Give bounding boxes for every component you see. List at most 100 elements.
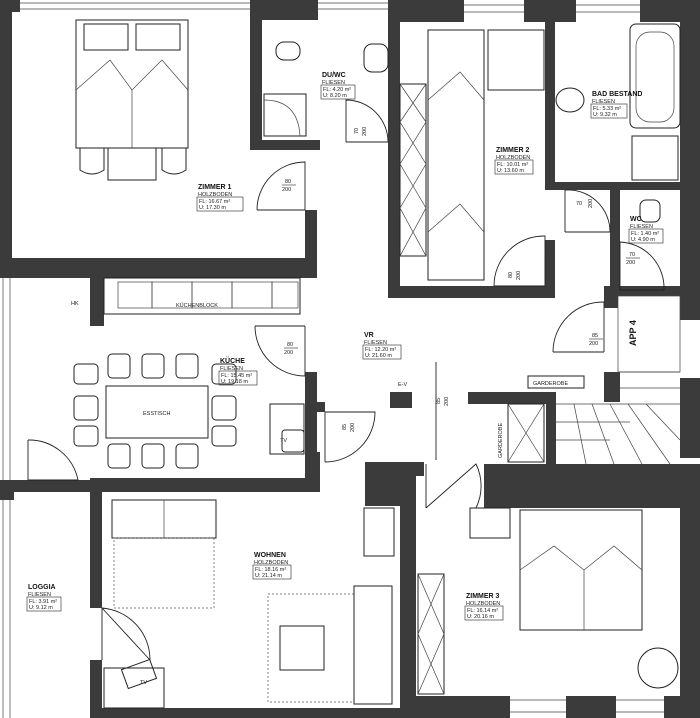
tv-desk [103,667,165,709]
room-label-wohnen: WOHNEN HOLZBODEN FL: 18.16 m² U: 21.14 m [252,552,292,580]
dining-chairs [73,353,237,469]
room-perimeter: U: 20.16 m [467,614,494,620]
wall [664,696,700,718]
room-area: FL: 18.16 m² [255,567,286,573]
door-height: 200 [282,187,291,193]
wall [555,182,615,190]
wall [305,452,320,492]
bathtub [629,23,681,129]
door-swing [27,439,79,481]
wall [680,378,700,458]
door-width: 70 [354,128,360,134]
garderobe-label: GARDEROBE [533,381,568,387]
wall [90,278,104,326]
wall [400,462,416,718]
counter-cell [117,281,153,309]
pillow [135,23,181,51]
doors [27,99,665,662]
room-perimeter: U: 19.18 m [221,379,248,385]
wall [90,478,320,492]
room-floor: HOLZBODEN [254,560,288,566]
chair [107,353,131,379]
door-swing [324,411,376,463]
wall [545,240,555,298]
room-data-box [196,196,244,212]
room-perimeter: U: 4.90 m [631,237,655,243]
room-floor: FLIESEN [28,592,51,598]
shower [631,135,679,181]
wall [484,464,700,508]
door-swing [493,235,546,287]
room-data-box [628,228,664,244]
wardrobe [399,83,427,257]
room-name: DU/WC [322,72,346,79]
furniture [73,19,681,709]
wall [0,0,12,258]
door-dimension: 80 200 [508,271,522,280]
bed-sheet [427,203,485,233]
wall [680,500,700,718]
room-area: FL: 12.20 m² [365,347,396,353]
door-dimension: 70 200 [354,127,368,136]
room-label-vr: VR FLIESEN FL: 12.20 m² U: 21.60 m [362,332,402,360]
door-swing [552,301,605,353]
bathtub-inner [635,31,675,123]
wardrobe-cross [417,573,445,695]
door-swing [345,99,389,143]
room-data-box [362,344,402,360]
wall [305,210,317,278]
room-name: VR [364,332,374,339]
chair [73,425,99,447]
wall [468,392,556,404]
rug [267,593,355,703]
wall [0,480,100,492]
single-bed [427,29,485,281]
room-floor: HOLZBODEN [466,601,500,607]
chair [211,363,237,385]
room-floor: FLIESEN [592,99,615,105]
room-perimeter: U: 13.60 m [497,168,524,174]
entry-frame [617,295,681,373]
double-bed [519,509,643,631]
door-swing [425,463,482,509]
wall [388,0,400,290]
apartment-label: APP 4 [628,320,638,346]
desk [469,507,511,539]
door-width: 85 [436,398,442,404]
chair [211,425,237,447]
chair [79,147,105,175]
desk [487,29,545,91]
room-area: FL: 4.20 m² [323,87,351,93]
ev-label: E-V [398,382,408,388]
room-data-box [494,159,534,175]
tv-chair [120,658,158,690]
chair [73,395,99,421]
coffee-table [279,625,325,671]
wall [250,0,262,150]
door-swing [256,161,306,211]
room-data-box [464,605,504,621]
wardrobe [417,573,445,695]
kitchen-block-label: KÜCHENBLOCK [176,302,218,309]
chair [175,353,199,379]
chair [141,353,165,379]
armchair [281,429,305,453]
sink [555,87,585,113]
wall [604,286,680,296]
door-width: 80 [508,272,514,278]
dining-table-label: ESSTISCH [143,411,171,417]
desk [107,147,157,181]
wardrobe-cross [399,83,427,257]
room-floor: FLIESEN [630,224,653,230]
wall [416,462,424,476]
door-dimension: 80 200 [282,179,296,193]
room-perimeter: U: 9.32 m [593,112,617,118]
staircase [556,371,681,465]
room-perimeter: U: 21.14 m [255,573,282,579]
counter-cell [271,281,299,309]
tv-label: TV [140,680,147,686]
pillow [83,23,129,51]
room-name: ZIMMER 1 [198,184,232,191]
room-label-bad: BAD BESTAND FLIESEN FL: 5.33 m² U: 9.32 … [590,91,642,119]
door-width: 70 [576,201,582,207]
